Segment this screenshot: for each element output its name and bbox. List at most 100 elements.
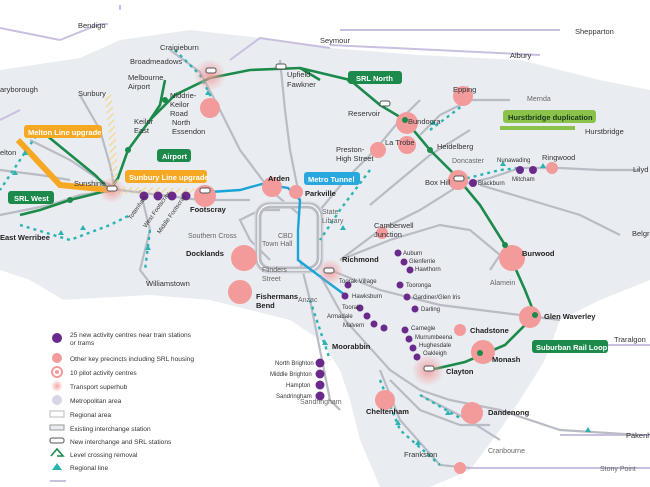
label-epping: Epping bbox=[453, 85, 476, 94]
label-town-hall: Town Hall bbox=[262, 241, 293, 248]
legend: 25 new activity centres near train stati… bbox=[42, 328, 248, 484]
svg-text:Hurstbridge duplication: Hurstbridge duplication bbox=[508, 113, 593, 122]
label-carnegie: Carnegie bbox=[411, 326, 436, 332]
label-cbd: CBD bbox=[278, 233, 293, 240]
label-pakenham: Pakenh bbox=[626, 431, 650, 440]
sunbury-line-upgrade-band bbox=[104, 94, 201, 196]
label-mitcham: Mitcham bbox=[512, 177, 535, 183]
label-middle-brighton: Middle Brighton bbox=[270, 372, 312, 378]
legend-metro-area: Metropolitan area bbox=[52, 395, 122, 405]
legend-regional-area: Regional area bbox=[49, 410, 111, 419]
label-sunbury: Sunbury bbox=[78, 89, 106, 98]
svg-text:Other key precincts including: Other key precincts including SRL housin… bbox=[70, 356, 194, 363]
tag-hurstbridge: Hurstbridge duplication bbox=[503, 110, 596, 123]
tag-sunbury-upgrade: Sunbury Line upgrade bbox=[125, 170, 209, 183]
label-tooronga: Tooronga bbox=[406, 283, 432, 289]
label-moorabbin: Moorabbin bbox=[332, 342, 371, 351]
label-north-brighton: North Brighton bbox=[275, 361, 314, 367]
svg-text:Metropolitan area: Metropolitan area bbox=[70, 398, 122, 405]
label-frankston: Frankston bbox=[404, 450, 437, 459]
label-hampton: Hampton bbox=[286, 383, 310, 389]
label-bundoora: Bundoora bbox=[408, 117, 441, 126]
metro-tunnel-line bbox=[209, 182, 346, 296]
label-preston: Preston-High Street bbox=[336, 145, 374, 163]
svg-text:New interchange and SRL statio: New interchange and SRL stations bbox=[70, 439, 172, 446]
svg-text:Regional area: Regional area bbox=[70, 412, 111, 419]
label-box-hill: Box Hill bbox=[425, 178, 451, 187]
metropolitan-area bbox=[0, 30, 650, 487]
legend-interchange: Existing interchange station bbox=[49, 424, 151, 433]
label-southern-cross: Southern Cross bbox=[188, 233, 237, 240]
label-chadstone: Chadstone bbox=[470, 326, 509, 335]
svg-text:SRL West: SRL West bbox=[14, 194, 49, 203]
label-mernda: Mernda bbox=[527, 96, 551, 103]
svg-text:SRL North: SRL North bbox=[356, 74, 393, 83]
label-ringwood: Ringwood bbox=[542, 153, 575, 162]
label-east-werribee: East Werribee bbox=[0, 233, 50, 242]
tag-airport: Airport bbox=[157, 149, 191, 162]
label-aryborough: aryborough bbox=[0, 85, 38, 94]
svg-text:Melton Line upgrade: Melton Line upgrade bbox=[28, 128, 101, 137]
label-nunawading: Nunawading bbox=[497, 158, 530, 164]
label-arden: Arden bbox=[268, 174, 290, 183]
label-sandringham-end: Sandringham bbox=[300, 399, 342, 406]
svg-text:25 new activity centres near t: 25 new activity centres near train stati… bbox=[70, 332, 192, 347]
label-footscray: Footscray bbox=[190, 205, 227, 214]
label-albury: Albury bbox=[510, 51, 532, 60]
legend-text-line: or trams bbox=[70, 340, 95, 347]
label-monash: Monash bbox=[492, 355, 521, 364]
label-williamstown: Williamstown bbox=[146, 279, 190, 288]
svg-text:Airport: Airport bbox=[162, 152, 188, 161]
key-precincts bbox=[194, 86, 558, 474]
label-heidelberg: Heidelberg bbox=[437, 142, 473, 151]
label-dandenong: Dandenong bbox=[488, 408, 530, 417]
label-craigieburn: Craigieburn bbox=[160, 43, 199, 52]
interchange-stations bbox=[106, 63, 465, 372]
label-traralgon: Traralgon bbox=[614, 335, 646, 344]
svg-text:Transport superhub: Transport superhub bbox=[70, 384, 128, 391]
label-lilydale: Lilyd bbox=[633, 165, 648, 174]
svg-text:10 pilot activity centres: 10 pilot activity centres bbox=[70, 370, 137, 377]
tag-suburban-loop: Suburban Rail Loop bbox=[532, 340, 608, 353]
label-alamein: Alamein bbox=[490, 280, 515, 287]
label-murrumbeena: Murrumbeena bbox=[415, 335, 453, 341]
tag-metro-tunnel: Metro Tunnel bbox=[304, 172, 360, 185]
label-anzac: Anzac bbox=[298, 297, 318, 304]
svg-text:Regional line: Regional line bbox=[70, 465, 108, 472]
label-bendigo: Bendigo bbox=[78, 21, 106, 30]
label-shepparton: Shepparton bbox=[575, 27, 614, 36]
label-hurstbridge: Hurstbridge bbox=[585, 127, 624, 136]
legend-regional-line: Regional line bbox=[52, 463, 108, 472]
legend-precinct: Other key precincts including SRL housin… bbox=[52, 353, 194, 363]
label-hawksburn: Hawksburn bbox=[352, 294, 382, 300]
svg-text:Metro Tunnel: Metro Tunnel bbox=[308, 175, 355, 184]
label-seymour: Seymour bbox=[320, 36, 351, 45]
svg-text:Existing interchange station: Existing interchange station bbox=[70, 426, 151, 433]
label-clayton: Clayton bbox=[446, 367, 474, 376]
label-la-trobe: La Trobe bbox=[385, 138, 415, 147]
label-upfield: Upfield bbox=[287, 70, 310, 79]
label-malvern: Malvern bbox=[343, 323, 364, 329]
label-belgrave: Belgra bbox=[632, 229, 650, 238]
legend-pilot: 10 pilot activity centres bbox=[51, 366, 137, 378]
label-hughesdale: Hughesdale bbox=[419, 343, 452, 349]
tag-melton-upgrade: Melton Line upgrade bbox=[24, 125, 102, 138]
label-darling: Darling bbox=[421, 307, 440, 313]
svg-text:Suburban Rail Loop: Suburban Rail Loop bbox=[536, 343, 608, 352]
bay-inlet bbox=[290, 380, 350, 487]
label-glen-waverley: Glen Waverley bbox=[544, 312, 596, 321]
label-cheltenham: Cheltenham bbox=[366, 407, 409, 416]
label-sandringham: Sandringham bbox=[276, 394, 312, 400]
tag-srl-west: SRL West bbox=[8, 191, 54, 204]
melton-line-upgrade-band bbox=[15, 137, 111, 193]
label-fawkner: Fawkner bbox=[287, 80, 316, 89]
svg-text:Sunbury Line upgrade: Sunbury Line upgrade bbox=[129, 173, 209, 182]
legend-new-interchange: New interchange and SRL stations bbox=[49, 437, 172, 446]
